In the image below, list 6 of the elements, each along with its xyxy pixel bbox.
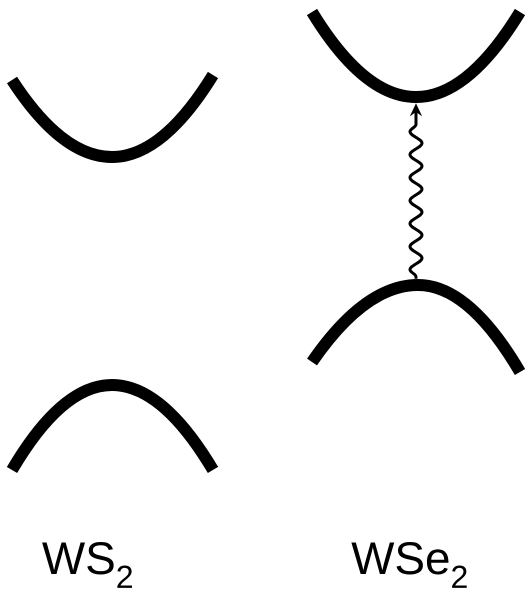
band-curve [6, 72, 218, 163]
band-curve [6, 379, 218, 474]
band-curve [306, 8, 526, 103]
band-curve [307, 279, 526, 376]
material-label: WSe$_{2}$ [351, 542, 467, 588]
material-label: WS$_{2}$ [42, 542, 132, 588]
